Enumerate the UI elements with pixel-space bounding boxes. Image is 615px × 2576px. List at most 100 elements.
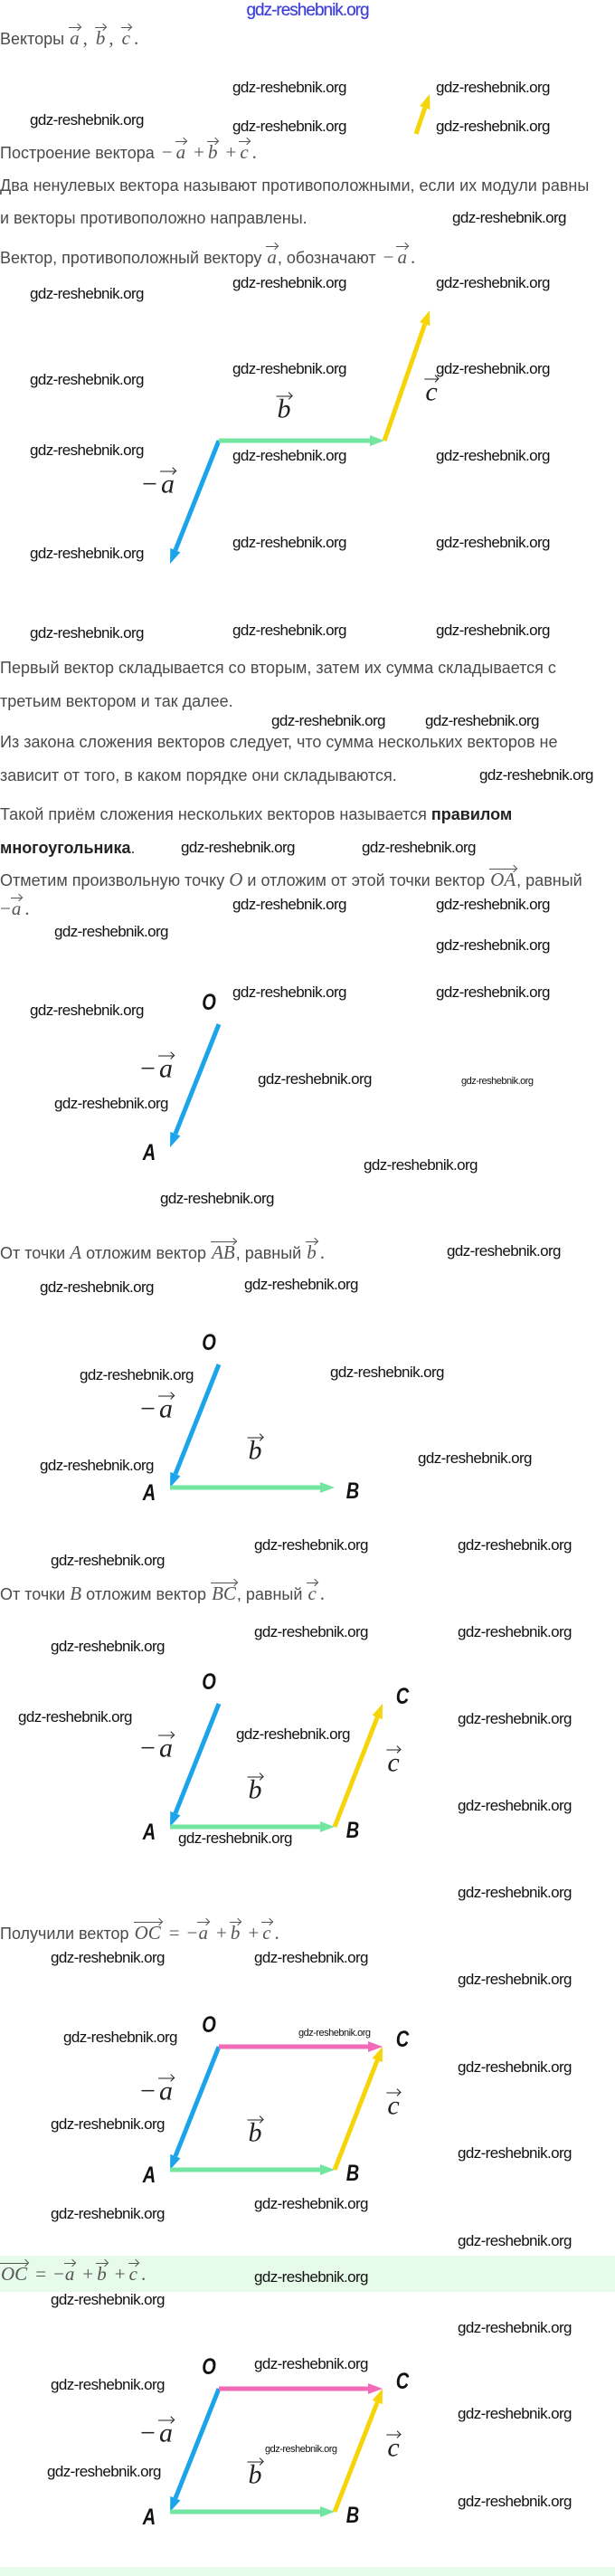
point-label-A: A [142, 2163, 156, 2188]
vector-label-b: b [247, 2459, 263, 2494]
step3-pre-text: От точки [0, 1585, 66, 1603]
watermark: gdz-reshebnik.org [51, 2205, 165, 2222]
plus: + [82, 2263, 94, 2285]
step2-mid-text: отложим вектор [86, 1244, 207, 1262]
watermark: gdz-reshebnik.org [458, 2493, 572, 2510]
neg-a-arrow [170, 2388, 222, 2512]
watermark: gdz-reshebnik.org [232, 118, 346, 135]
vector-OC: OC [133, 1922, 162, 1944]
point-label-A: A [142, 1140, 156, 1165]
vector-OC: OC [0, 2263, 29, 2285]
neg-vector-label-a: −a [137, 1735, 174, 1767]
rule-line-2: третьим вектором и так далее. [0, 692, 233, 710]
watermark: gdz-reshebnik.org [258, 1070, 372, 1088]
neg-a-arrow-shaft [173, 1703, 222, 1815]
vector-label-c: c [386, 1747, 401, 1782]
watermark: gdz-reshebnik.org [271, 712, 385, 729]
equals: = [168, 1922, 180, 1944]
step1-line-2: −a. [0, 898, 33, 920]
neg-a-arrow [170, 2046, 222, 2170]
rule-line-1: Первый вектор складывается со вторым, за… [0, 659, 556, 677]
vector-c-arrow-shaft [413, 107, 428, 135]
vector-label-b: b [247, 1776, 263, 1809]
neg-vector-label-a: −a [137, 2076, 174, 2110]
step1-post-text: , равный [516, 871, 582, 889]
vector-a: a [157, 2418, 174, 2448]
vector-b: b [94, 27, 106, 49]
method-bold-1: правилом [430, 805, 513, 823]
watermark: gdz-reshebnik.org [232, 447, 346, 464]
point-label-O: O [202, 2012, 216, 2038]
watermark: gdz-reshebnik.org [436, 79, 550, 96]
step1-line: Отметим произвольную точку O и отложим о… [0, 869, 582, 891]
watermark: gdz-reshebnik.org [436, 274, 550, 291]
watermark: gdz-reshebnik.org [458, 1536, 572, 1554]
c-arrow [332, 2389, 383, 2513]
vector-a: a [157, 1053, 174, 1084]
watermark: gdz-reshebnik.org [458, 2232, 572, 2249]
vector-label-b: b [247, 1437, 263, 1469]
watermark: gdz-reshebnik.org [436, 360, 550, 377]
watermark: gdz-reshebnik.org [30, 442, 144, 459]
watermark: gdz-reshebnik.org [458, 1971, 572, 1988]
period: . [319, 1241, 326, 1263]
vector-b: b [229, 1922, 241, 1944]
neg-vector-label-a: −a [137, 1053, 174, 1088]
neg-a-arrow-head [170, 1471, 181, 1488]
sum-oc-arrow [219, 2041, 383, 2052]
watermark: gdz-reshebnik.org [51, 2115, 165, 2133]
vector-c: c [386, 1747, 401, 1778]
watermark: gdz-reshebnik.org [458, 1797, 572, 1814]
watermark: gdz-reshebnik.org [51, 2291, 165, 2308]
watermark: gdz-reshebnik.org [40, 1457, 154, 1474]
watermark: gdz-reshebnik.org [436, 447, 550, 464]
comma: , [82, 27, 88, 49]
neg-a-arrow-head [170, 547, 181, 564]
minus: − [140, 2076, 156, 2106]
watermark: gdz-reshebnik.org [479, 766, 593, 784]
period: . [24, 898, 30, 919]
watermark: gdz-reshebnik.org [254, 1536, 368, 1554]
point-O: O [229, 869, 243, 890]
vector-OA: OA [489, 869, 517, 890]
point-label-C: C [395, 1684, 410, 1709]
watermark: gdz-reshebnik.org [254, 1949, 368, 1966]
vector-c: c [424, 376, 439, 407]
step1-mid-text: и отложим от этой точки вектор [247, 871, 486, 889]
vector-c: c [128, 2263, 139, 2285]
point-label-O: O [202, 2354, 216, 2380]
plus: + [216, 1922, 227, 1944]
neg-a-arrow-shaft [173, 2046, 222, 2158]
site-watermark[interactable]: gdz-reshebnik.org [246, 1, 369, 20]
period: . [130, 839, 136, 857]
equals: = [35, 2263, 47, 2285]
step2-line: От точки A отложим вектор AB, равный b. [0, 1241, 327, 1264]
c-arrow-shaft [332, 2401, 380, 2513]
c-arrow-head [372, 2389, 383, 2405]
plus: + [248, 1922, 260, 1944]
vector-b: b [306, 1241, 317, 1263]
watermark: gdz-reshebnik.org [54, 1095, 168, 1112]
watermark: gdz-reshebnik.org [51, 1638, 165, 1655]
step2-post-text: , равный [235, 1244, 302, 1262]
vector-b: b [247, 2459, 263, 2490]
watermark: gdz-reshebnik.org [30, 285, 144, 302]
c-arrow [332, 1704, 383, 1828]
step2-pre-text: От точки [0, 1244, 66, 1262]
neg-vector-label-a: −a [139, 471, 175, 503]
watermark: gdz-reshebnik.org [436, 984, 550, 1001]
watermark: gdz-reshebnik.org [458, 1623, 572, 1640]
watermark: gdz-reshebnik.org [244, 1276, 358, 1293]
watermark: gdz-reshebnik.org [436, 118, 550, 135]
watermark: gdz-reshebnik.org [362, 839, 476, 856]
step3-post-text: , равный [236, 1585, 303, 1603]
neg-a-arrow-head [170, 1131, 181, 1147]
watermark: gdz-reshebnik.org [458, 1710, 572, 1727]
point-label-O: O [202, 1330, 216, 1355]
watermark: gdz-reshebnik.org [330, 1364, 444, 1381]
b-arrow [170, 1482, 335, 1493]
vector-c: c [386, 2090, 401, 2121]
watermark: gdz-reshebnik.org [254, 2355, 368, 2372]
watermark: gdz-reshebnik.org [30, 624, 144, 642]
vector-label-c: c [424, 376, 439, 411]
